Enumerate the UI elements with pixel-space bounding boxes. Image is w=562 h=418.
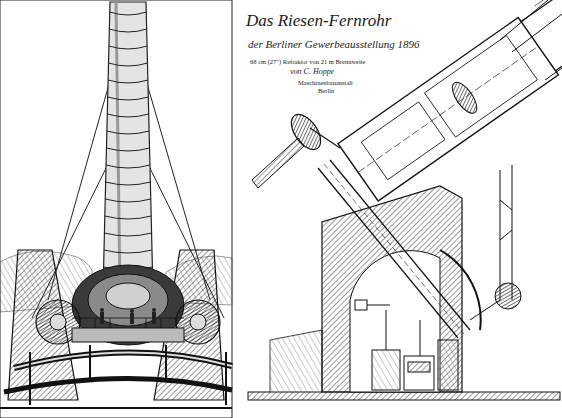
telescope-tube	[103, 2, 153, 292]
tube-band	[109, 46, 147, 49]
declination-housing	[338, 0, 562, 201]
figures	[100, 308, 156, 324]
tube-band	[106, 182, 151, 185]
drawing-inscription: der Berliner Gewerbeausstellung 1896	[248, 38, 419, 50]
tube-band	[110, 12, 147, 15]
tube-band	[108, 80, 148, 83]
drawing-inscription: von C. Hoppe	[290, 67, 334, 76]
tube-band	[106, 148, 149, 151]
drive-gear	[440, 165, 521, 330]
tube-section	[500, 0, 562, 80]
counterweight	[252, 109, 340, 188]
tube-band	[107, 114, 148, 117]
engraving	[0, 0, 232, 418]
tube-band	[104, 233, 151, 236]
mount	[0, 250, 232, 408]
drawing-inscription: Berlin	[318, 87, 334, 94]
tube-band	[105, 199, 151, 202]
tube-band	[106, 165, 150, 168]
foundation	[248, 392, 560, 400]
panel-frame	[0, 0, 232, 418]
tube-band	[108, 63, 147, 66]
section-drawing	[248, 0, 562, 400]
drawing-title-holder: Das Riesen-Fernrohr	[246, 12, 391, 31]
drawing-inscription-holder: 68 cm (27") Refraktor von 21 m Brennweit…	[250, 50, 365, 68]
drawing-title: Das Riesen-Fernrohr	[246, 11, 391, 30]
machinery	[355, 300, 458, 390]
drawing-inscription: 68 cm (27") Refraktor von 21 m Brennweit…	[250, 58, 365, 65]
drawing-inscription-holder: der Berliner Gewerbeausstellung 1896	[248, 34, 419, 52]
tube-band	[109, 29, 146, 32]
drawing-inscription-holder: von C. Hoppe	[290, 60, 334, 78]
tube-band	[108, 97, 149, 100]
tube-band	[105, 216, 151, 219]
drawing-inscription-holder: Berlin	[318, 79, 334, 97]
tube-band	[104, 250, 152, 253]
tube-band	[107, 131, 149, 134]
drawing-inscription: Maschinenbauanstalt	[298, 79, 353, 86]
pier	[322, 186, 462, 392]
drawing-inscription-holder: Maschinenbauanstalt	[298, 71, 353, 89]
